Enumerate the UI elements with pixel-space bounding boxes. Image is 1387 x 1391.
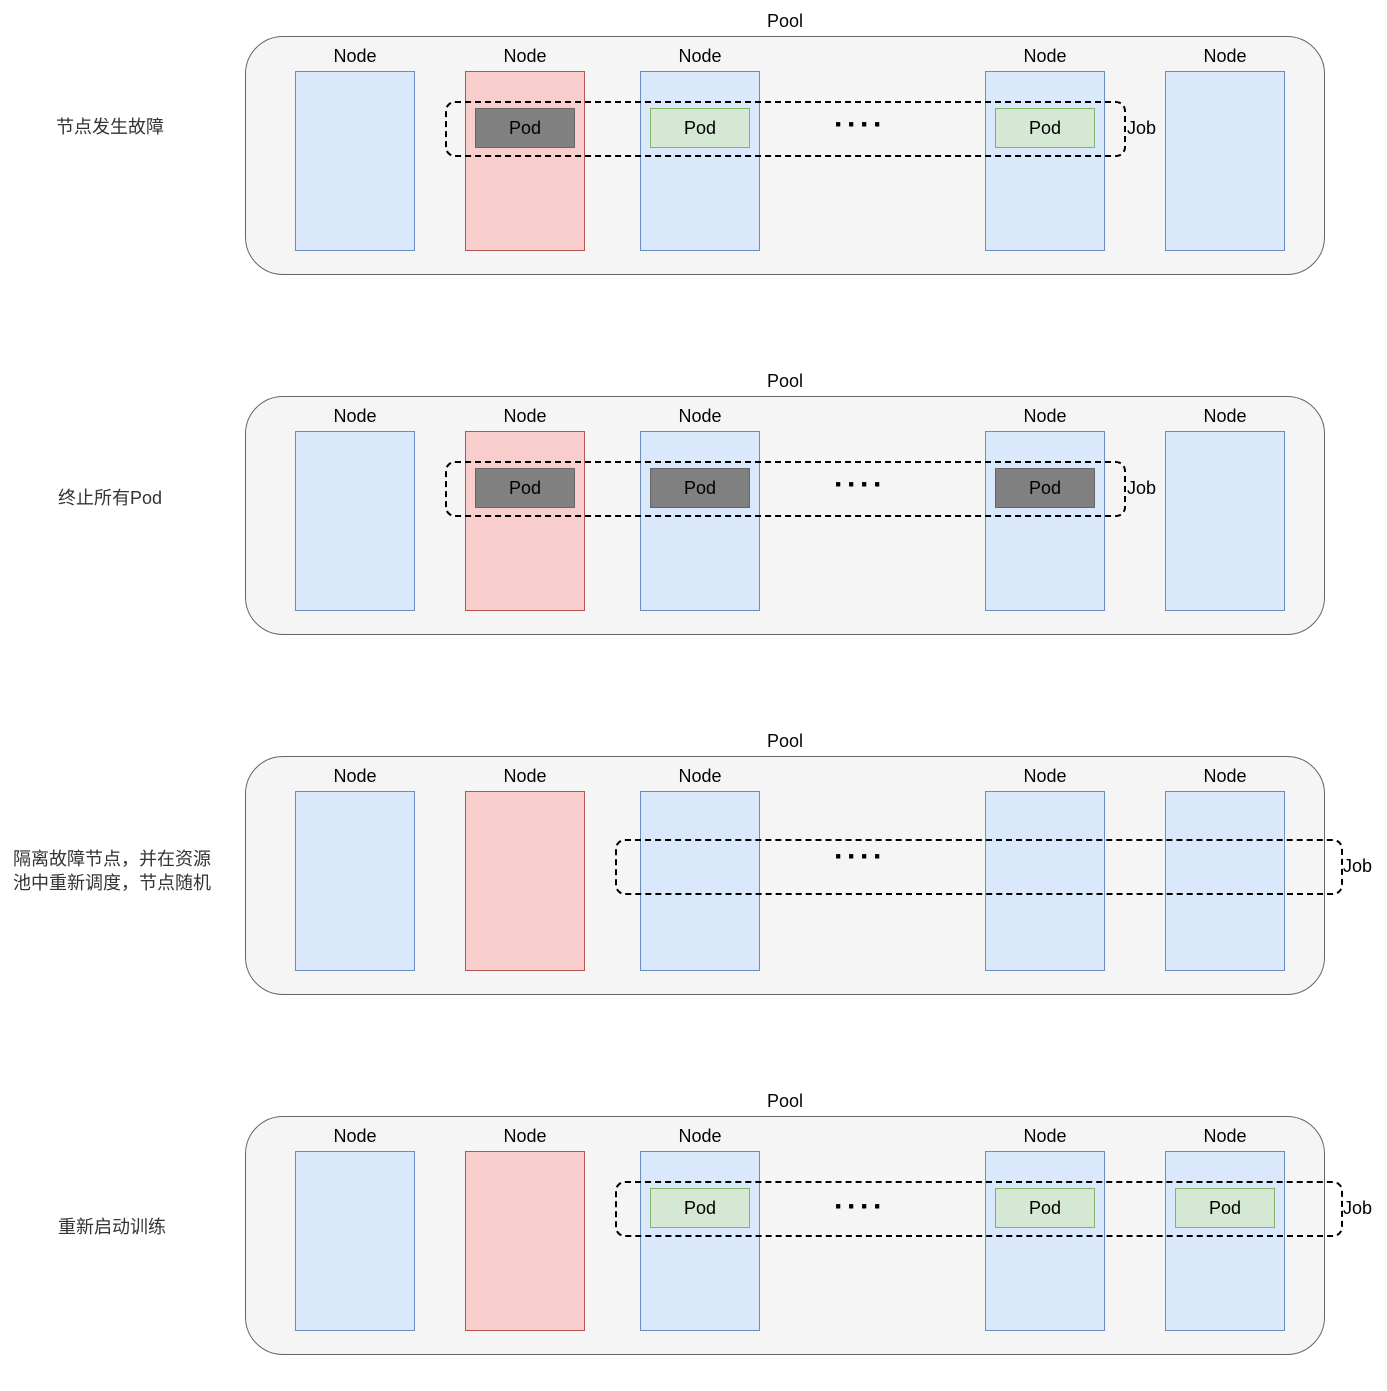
node-faulty [465, 71, 585, 251]
job-boundary [615, 839, 1343, 895]
node-label: Node [503, 1126, 547, 1146]
node-healthy [1165, 71, 1285, 251]
node-healthy [1165, 791, 1285, 971]
pod-running: Pod [995, 108, 1095, 148]
pool-container [245, 756, 1325, 995]
ellipsis-dots: ···· [834, 1190, 886, 1223]
node-healthy [985, 71, 1105, 251]
node-healthy [640, 1151, 760, 1331]
pod-terminated: Pod [995, 468, 1095, 508]
node-label: Node [678, 46, 722, 66]
step-label: 节点发生故障 [56, 117, 164, 137]
node-label: Node [1023, 406, 1067, 426]
node-healthy [640, 71, 760, 251]
pool-title: Pool [766, 371, 804, 391]
pod-terminated: Pod [475, 468, 575, 508]
job-boundary [445, 101, 1126, 157]
job-label: Job [1127, 478, 1157, 498]
node-faulty [465, 791, 585, 971]
node-label: Node [1023, 46, 1067, 66]
panel-restart-training: 重新启动训练 Pool Node Node Node Node Node Pod… [0, 1091, 1387, 1391]
node-healthy [985, 791, 1105, 971]
job-label: Job [1343, 1198, 1373, 1218]
pod-running: Pod [995, 1188, 1095, 1228]
node-label: Node [1023, 766, 1067, 786]
node-label: Node [678, 1126, 722, 1146]
ellipsis-dots: ···· [834, 840, 886, 873]
node-faulty [465, 431, 585, 611]
node-label: Node [1203, 766, 1247, 786]
ellipsis-dots: ···· [834, 108, 886, 141]
panel-terminate-pods: 终止所有Pod Pool Node Node Node Node Node Po… [0, 371, 1387, 671]
pool-title: Pool [766, 11, 804, 31]
step-label: 隔离故障节点，并在资源池中重新调度，节点随机 [13, 849, 211, 893]
job-label: Job [1127, 118, 1157, 138]
node-label: Node [333, 1126, 377, 1146]
node-healthy [295, 71, 415, 251]
pod-running: Pod [1175, 1188, 1275, 1228]
panel-node-failure: 节点发生故障 Pool Node Node Node Node Node Pod… [0, 11, 1387, 311]
node-healthy [1165, 431, 1285, 611]
node-label: Node [678, 766, 722, 786]
node-healthy [295, 791, 415, 971]
node-healthy [295, 431, 415, 611]
node-label: Node [333, 406, 377, 426]
node-label: Node [503, 406, 547, 426]
step-label: 重新启动训练 [58, 1217, 166, 1237]
node-label: Node [333, 46, 377, 66]
pod-terminated: Pod [650, 468, 750, 508]
job-boundary [615, 1181, 1343, 1237]
node-healthy [295, 1151, 415, 1331]
node-label: Node [1203, 1126, 1247, 1146]
node-faulty [465, 1151, 585, 1331]
pod-running: Pod [650, 108, 750, 148]
node-label: Node [678, 406, 722, 426]
node-label: Node [1023, 1126, 1067, 1146]
node-healthy [1165, 1151, 1285, 1331]
pool-title: Pool [766, 1091, 804, 1111]
node-label: Node [333, 766, 377, 786]
node-healthy [640, 791, 760, 971]
pod-terminated: Pod [475, 108, 575, 148]
pool-title: Pool [766, 731, 804, 751]
node-label: Node [503, 46, 547, 66]
node-label: Node [1203, 406, 1247, 426]
pod-running: Pod [650, 1188, 750, 1228]
job-boundary [445, 461, 1126, 517]
node-healthy [640, 431, 760, 611]
panel-isolate-reschedule: 隔离故障节点，并在资源池中重新调度，节点随机 Pool Node Node No… [0, 731, 1387, 1031]
node-healthy [985, 1151, 1105, 1331]
node-label: Node [503, 766, 547, 786]
step-label: 终止所有Pod [57, 488, 163, 508]
node-label: Node [1203, 46, 1247, 66]
ellipsis-dots: ···· [834, 468, 886, 501]
node-healthy [985, 431, 1105, 611]
job-label: Job [1343, 856, 1373, 876]
